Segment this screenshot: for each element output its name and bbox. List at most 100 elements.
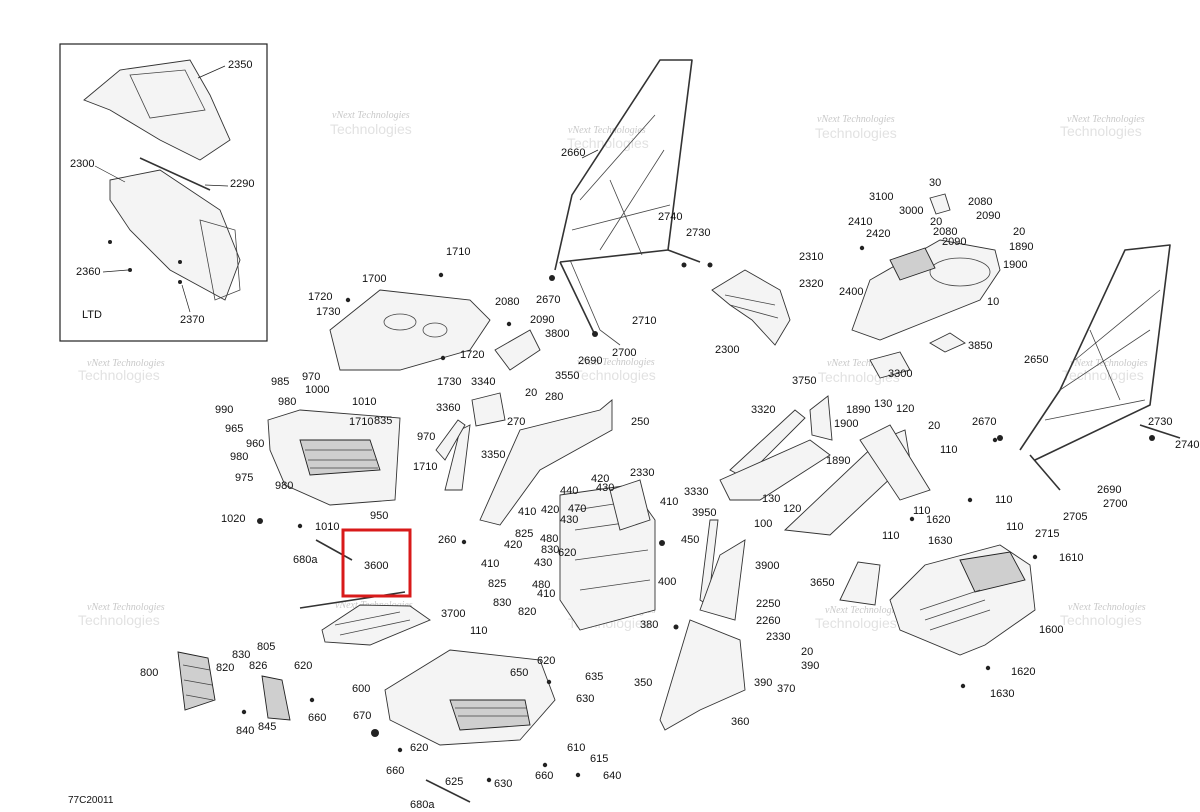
part-680a — [315, 539, 353, 561]
screw-icon — [128, 268, 132, 272]
callout-480: 480 — [540, 533, 558, 545]
cage-brace — [667, 249, 701, 263]
nut-icon — [997, 435, 1003, 441]
part-250 — [479, 399, 613, 526]
callout-3900: 3900 — [755, 560, 779, 572]
part-350 — [659, 619, 746, 731]
watermark: vNext Technologies — [817, 114, 895, 125]
callout-1890: 1890 — [826, 455, 850, 467]
callout-130: 130 — [762, 493, 780, 505]
callout-610: 610 — [567, 742, 585, 754]
callout-975: 975 — [235, 472, 253, 484]
part-3900 — [699, 539, 746, 621]
callout-350: 350 — [634, 677, 652, 689]
screw-icon — [397, 747, 403, 753]
callout-2080: 2080 — [968, 196, 992, 208]
part-1700-hole — [383, 313, 417, 331]
part-2350 — [83, 59, 231, 161]
callout-985: 985 — [271, 376, 289, 388]
part-950-ribs — [305, 449, 378, 469]
callout-390: 390 — [801, 660, 819, 672]
callout-100: 100 — [754, 518, 772, 530]
callout-110: 110 — [1006, 521, 1024, 533]
callout-680a: 680a — [410, 799, 435, 811]
part-805 — [261, 675, 291, 721]
callout-410: 410 — [481, 558, 499, 570]
part-2300-inset — [109, 169, 241, 301]
callout-620: 620 — [294, 660, 312, 672]
callout-2330: 2330 — [630, 467, 654, 479]
watermark: Technologies — [330, 121, 412, 137]
callout-2090: 2090 — [976, 210, 1000, 222]
callout-1730: 1730 — [437, 376, 461, 388]
watermark: vNext Technologies — [1068, 602, 1146, 613]
part-800-ribs — [182, 664, 214, 701]
callout-2740: 2740 — [658, 211, 682, 223]
callout-825: 825 — [488, 578, 506, 590]
screw-icon — [178, 260, 182, 264]
callout-3000: 3000 — [899, 205, 923, 217]
part-2350-window — [129, 69, 206, 119]
screw-icon — [985, 665, 991, 671]
callout-620: 620 — [558, 547, 576, 559]
callout-660: 660 — [386, 765, 404, 777]
watermark: Technologies — [1060, 612, 1142, 628]
part-600-grid — [449, 699, 531, 731]
nut-icon — [549, 275, 555, 281]
callout-1720: 1720 — [308, 291, 332, 303]
part-10-tray — [929, 257, 991, 287]
callout-1900: 1900 — [1003, 259, 1027, 271]
screw-icon — [967, 497, 973, 503]
watermark: Technologies — [78, 367, 160, 383]
callout-410: 410 — [660, 496, 678, 508]
callout-430: 430 — [596, 482, 614, 494]
screw-icon — [859, 245, 865, 251]
part-1600-box — [889, 544, 1036, 656]
grille-group — [177, 651, 291, 721]
callout-2705: 2705 — [1063, 511, 1087, 523]
callout-110: 110 — [940, 444, 958, 456]
leader-line — [181, 284, 191, 313]
callout-2400: 2400 — [839, 286, 863, 298]
screw-icon — [546, 679, 552, 685]
callout-2360: 2360 — [76, 266, 100, 278]
watermark: Technologies — [815, 125, 897, 141]
part-3330 — [719, 439, 831, 501]
callout-1890: 1890 — [1009, 241, 1033, 253]
callout-410: 410 — [537, 588, 555, 600]
callout-1720: 1720 — [460, 349, 484, 361]
callout-3950: 3950 — [692, 507, 716, 519]
callout-2300: 2300 — [70, 158, 94, 170]
leader-line — [94, 165, 126, 183]
screw-icon — [486, 777, 492, 783]
inset-label: LTD — [82, 309, 102, 321]
part-2300-fender — [711, 269, 791, 346]
callout-2090: 2090 — [530, 314, 554, 326]
part-2300-wing — [199, 219, 241, 301]
cage-leg — [1029, 454, 1061, 491]
watermark: Technologies — [1062, 367, 1144, 383]
cage-outline — [1019, 244, 1171, 461]
callout-3350: 3350 — [481, 449, 505, 461]
callout-980: 980 — [275, 480, 293, 492]
callout-2310: 2310 — [799, 251, 823, 263]
part-400-ribs — [574, 499, 651, 591]
callout-990: 990 — [215, 404, 233, 416]
callout-120: 120 — [783, 503, 801, 515]
callout-2080: 2080 — [495, 296, 519, 308]
callout-620: 620 — [410, 742, 428, 754]
callout-280: 280 — [545, 391, 563, 403]
callout-420: 420 — [541, 504, 559, 516]
callout-2700: 2700 — [1103, 498, 1127, 510]
part-600-ribs — [455, 707, 528, 717]
callout-400: 400 — [658, 576, 676, 588]
callout-826: 826 — [249, 660, 267, 672]
leader-line — [102, 269, 129, 273]
callout-30: 30 — [929, 177, 941, 189]
callout-1630: 1630 — [990, 688, 1014, 700]
cage-outline — [554, 59, 693, 271]
callout-110: 110 — [995, 494, 1013, 506]
callout-2660: 2660 — [561, 147, 585, 159]
callout-1630: 1630 — [928, 535, 952, 547]
